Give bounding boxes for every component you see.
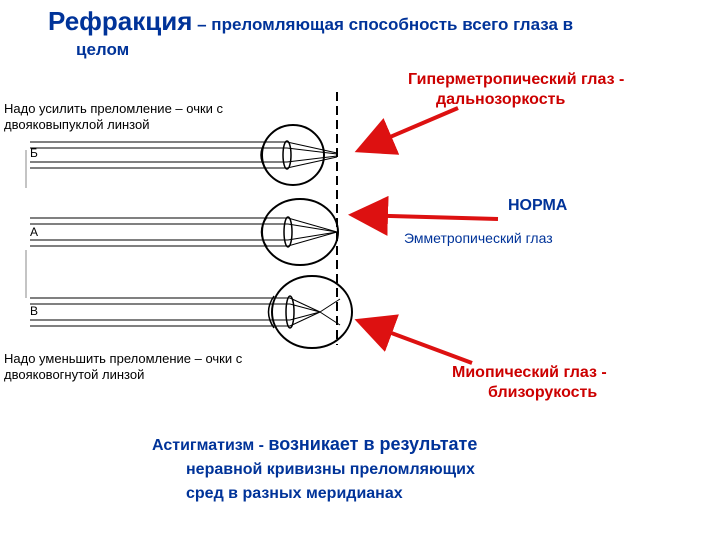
astigmatism-definition: Астигматизм - возникает в результате нер… [152,432,477,506]
hyperopia-label-line1: Гиперметропический глаз - [408,71,625,88]
page-title: Рефракция – преломляющая способность все… [48,6,573,37]
arrow-myopic [354,314,473,365]
astigmatism-term: Астигматизм - [152,437,269,454]
hyperopia-note-line1: Надо усилить преломление – очки с [4,101,224,116]
hyperopia-label-line2: дальнозоркость [436,91,566,108]
eye-letter-a: А [30,225,38,239]
myopia-note-line2: двояковогнутой линзой [4,367,145,382]
eye-hyperopic [30,124,338,186]
title-main: Рефракция [48,6,193,36]
astigmatism-line1: возникает в результате [268,434,478,454]
astigmatism-line2: неравной кривизны преломляющих [186,461,475,478]
normal-label: НОРМА [508,197,568,214]
hyperopia-note: Надо усилить преломление – очки с двояко… [4,101,223,133]
myopia-label-line1: Миопический глаз - [452,364,607,381]
eye-normal [30,198,339,266]
myopia-label: Миопический глаз - близорукость [452,363,607,403]
title-continuation: целом [76,40,130,59]
myopia-note: Надо уменьшить преломление – очки с двоя… [4,351,242,383]
hyperopia-note-line2: двояковыпуклой линзой [4,117,150,132]
myopia-note-line1: Надо уменьшить преломление – очки с [4,351,243,366]
eye-letter-v: В [30,304,38,318]
myopia-label-line2: близорукость [488,384,598,401]
astigmatism-line3: сред в разных меридианах [186,485,403,502]
title-rest: – преломляющая способность всего глаза в [192,15,574,34]
eye-letter-b: Б [30,146,38,160]
arrow-normal [348,195,499,236]
arrow-hyperopic [354,106,459,155]
eye-myopic [30,275,353,349]
normal-sublabel: Эмметропический глаз [404,230,553,246]
hyperopia-label: Гиперметропический глаз - дальнозоркость [408,70,624,110]
